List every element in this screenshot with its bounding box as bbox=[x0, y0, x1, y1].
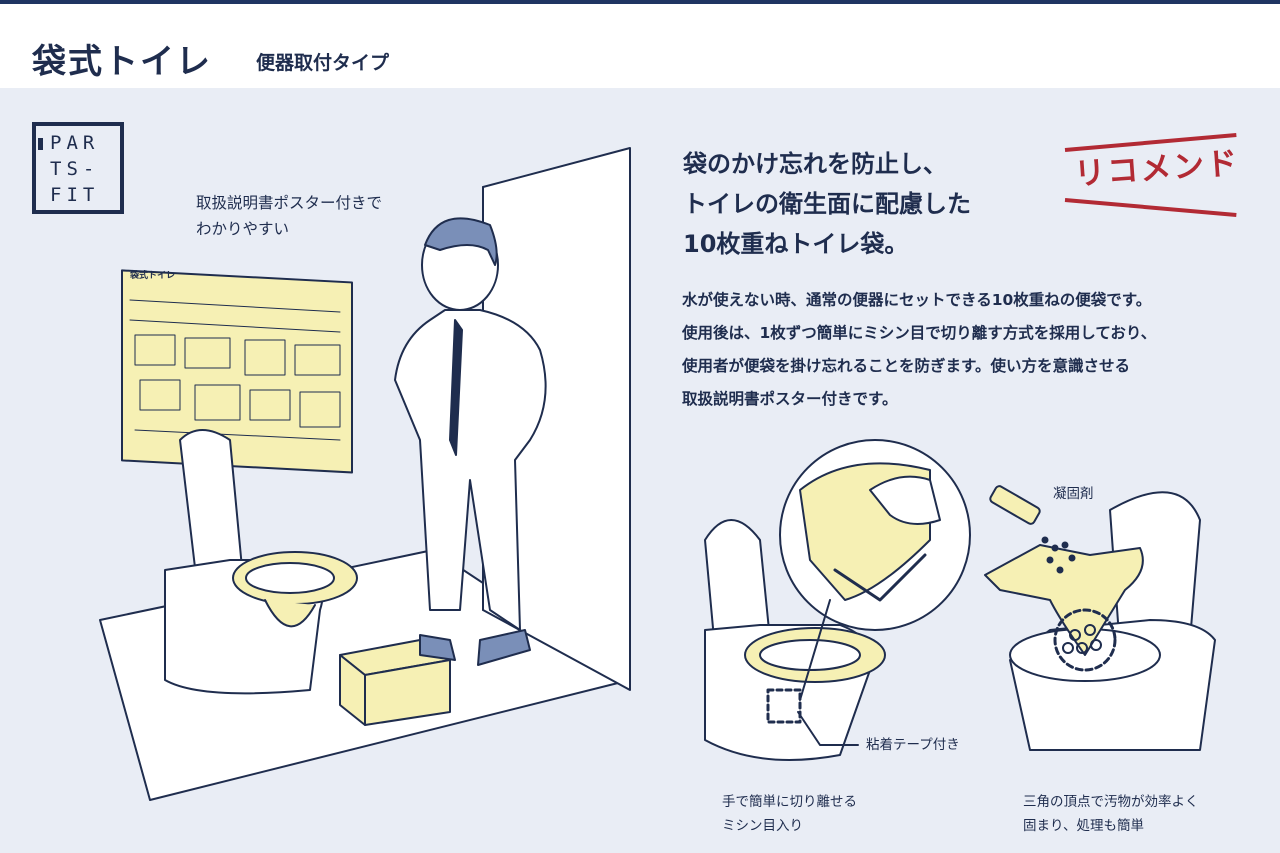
headline-line-3: 10枚重ねトイレ袋。 bbox=[683, 230, 909, 258]
description-line-2: 使用後は、1枚ずつ簡単にミシン目で切り離す方式を採用しており、 bbox=[682, 324, 1157, 342]
caption-left-line-1: 手で簡単に切り離せる bbox=[722, 794, 857, 810]
headline: 袋のかけ忘れを防止し、 トイレの衛生面に配慮した 10枚重ねトイレ袋。 bbox=[683, 144, 971, 264]
caption-right-line-2: 固まり、処理も簡単 bbox=[1023, 818, 1144, 834]
logo-mark bbox=[38, 138, 43, 150]
caption-left-line-2: ミシン目入り bbox=[722, 818, 803, 834]
page-subtitle: 便器取付タイプ bbox=[256, 52, 390, 74]
description-line-4: 取扱説明書ポスター付きです。 bbox=[682, 390, 898, 408]
logo-line-3: FIT bbox=[50, 184, 100, 206]
description-line-1: 水が使えない時、通常の便器にセットできる10枚重ねの便袋です。 bbox=[682, 291, 1152, 309]
description: 水が使えない時、通常の便器にセットできる10枚重ねの便袋です。 使用後は、1枚ず… bbox=[682, 284, 1262, 416]
caption-left: 手で簡単に切り離せる ミシン目入り bbox=[722, 790, 857, 838]
coagulant-label: 凝固剤 bbox=[1053, 486, 1094, 502]
perforation-closeup bbox=[779, 439, 971, 701]
caption-right: 三角の頂点で汚物が効率よく 固まり、処理も簡単 bbox=[1023, 790, 1199, 838]
page-header: 袋式トイレ 便器取付タイプ bbox=[0, 4, 1280, 88]
caption-right-line-1: 三角の頂点で汚物が効率よく bbox=[1023, 794, 1199, 810]
logo-line-2: TS- bbox=[50, 158, 100, 180]
description-line-3: 使用者が便袋を掛け忘れることを防ぎます。使い方を意識させる bbox=[682, 357, 1130, 375]
headline-line-1: 袋のかけ忘れを防止し、 bbox=[683, 150, 947, 178]
poster-note-line-1: 取扱説明書ポスター付きで bbox=[196, 194, 383, 212]
poster-note: 取扱説明書ポスター付きで わかりやすい bbox=[196, 190, 382, 242]
man-figure bbox=[394, 217, 547, 666]
headline-line-2: トイレの衛生面に配慮した bbox=[683, 190, 971, 218]
poster-title: 袋式トイレ bbox=[130, 271, 176, 281]
parts-fit-logo: PAR TS- FIT bbox=[32, 122, 124, 214]
logo-line-1: PAR bbox=[50, 132, 100, 154]
adhesive-tape-label: 粘着テープ付き bbox=[866, 737, 960, 753]
toilet-main bbox=[164, 429, 358, 695]
top-border bbox=[0, 0, 1280, 4]
toilet-coagulant-demo bbox=[984, 485, 1216, 751]
poster-note-line-2: わかりやすい bbox=[196, 220, 290, 238]
page-title: 袋式トイレ bbox=[32, 42, 212, 82]
instruction-poster bbox=[121, 269, 353, 474]
